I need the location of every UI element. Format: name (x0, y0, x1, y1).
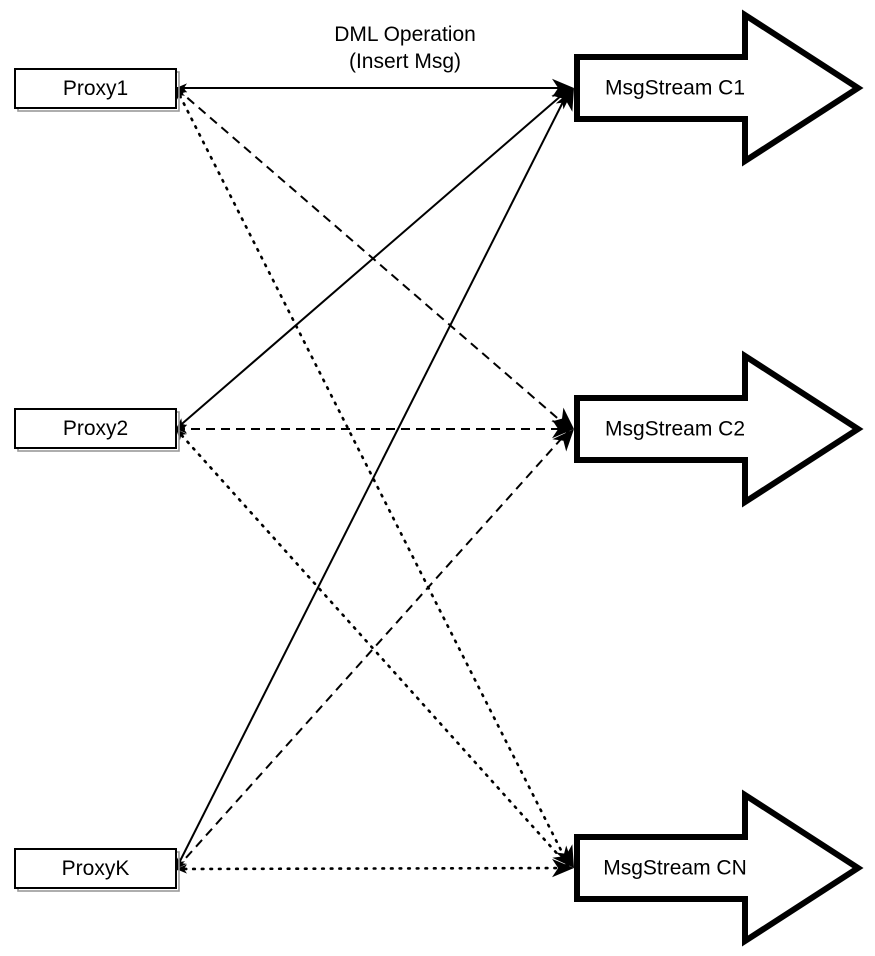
proxy-node-proxy1[interactable]: Proxy1 (14, 68, 180, 112)
edge-caption-group: DML Operation (Insert Msg) (334, 23, 476, 73)
arrowhead-icon (551, 858, 574, 878)
link-proxyk-to-c1[interactable] (175, 87, 571, 870)
arrowhead-icon (555, 88, 574, 112)
msgstream-shape-msgstream-c2[interactable]: MsgStream C2 (574, 350, 864, 508)
msgstream-arrow-outline (574, 350, 864, 508)
proxy-box-outline (14, 848, 177, 889)
link-proxy2-to-cn[interactable] (174, 427, 572, 870)
arrowhead-icon (552, 429, 574, 452)
msgstream-shape-msgstream-c1[interactable]: MsgStream C1 (574, 9, 864, 167)
proxy-label: Proxy2 (63, 417, 128, 440)
proxy-label: ProxyK (62, 857, 130, 880)
proxy-node-proxy2[interactable]: Proxy2 (14, 408, 180, 452)
msgstream-shape-msgstream-cn[interactable]: MsgStream CN (574, 789, 864, 947)
proxy-box-outline (14, 68, 177, 109)
link-proxy1-to-cn[interactable] (174, 86, 572, 870)
arrowhead-icon (551, 407, 574, 429)
msgstream-arrow-outline (574, 9, 864, 167)
link-proxyk-to-cn[interactable] (174, 866, 572, 871)
arrowhead-icon (176, 864, 188, 874)
link-proxy2-to-c1[interactable] (175, 87, 571, 430)
dml-operation-caption-line1: DML Operation (334, 23, 476, 46)
arrowhead-icon (552, 78, 574, 98)
msgstream-label: MsgStream C1 (605, 77, 745, 100)
arrowhead-icon (176, 424, 187, 434)
msgstream-label: MsgStream CN (603, 857, 747, 880)
dml-operation-caption-line2: (Insert Msg) (349, 50, 461, 73)
stream-layer: MsgStream C1 MsgStream C2 MsgStream CN (574, 9, 864, 947)
proxy-node-proxyk[interactable]: ProxyK (14, 848, 180, 892)
arrowhead-icon (176, 83, 187, 93)
link-layer (174, 86, 572, 871)
link-proxyk-to-c2[interactable] (175, 428, 571, 870)
proxy-box-outline (14, 408, 177, 449)
proxy-label: Proxy1 (63, 77, 128, 100)
arrowhead-icon (552, 419, 574, 439)
msgstream-arrow-outline (574, 789, 864, 947)
msgstream-label: MsgStream C2 (605, 418, 745, 441)
arrowhead-icon (552, 845, 574, 868)
arrowhead-layer (176, 78, 574, 878)
